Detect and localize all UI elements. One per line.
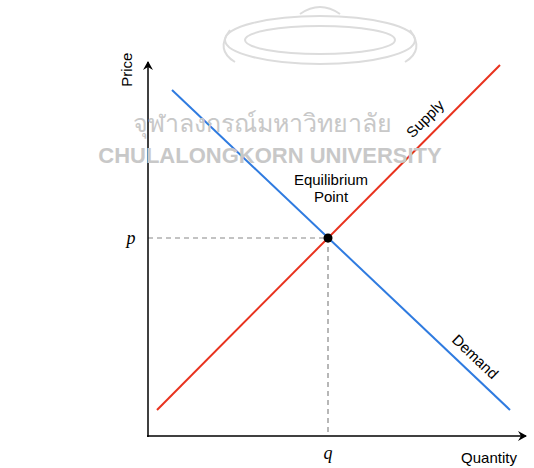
- equilibrium-dot: [324, 234, 333, 243]
- watermark-emblem: [224, 7, 417, 64]
- curve-label: Demand: [448, 331, 501, 383]
- price-value: p: [127, 228, 136, 249]
- watermark-text: จุฬาลงกรณ์มหาวิทยาลัย: [133, 110, 392, 139]
- curve-label: Supply: [403, 97, 448, 142]
- x-axis: [147, 435, 526, 437]
- watermark-text: CHULALONGKORN UNIVERSITY: [98, 143, 441, 168]
- point-label: Equilibrium Point: [285, 171, 377, 206]
- demand-curve: [172, 90, 510, 410]
- axis-title: Price: [118, 53, 135, 87]
- dashed-guide: [327, 238, 328, 436]
- axis-title: Quantity: [461, 449, 517, 466]
- dashed-guide: [148, 237, 328, 238]
- quantity-value: q: [324, 443, 333, 464]
